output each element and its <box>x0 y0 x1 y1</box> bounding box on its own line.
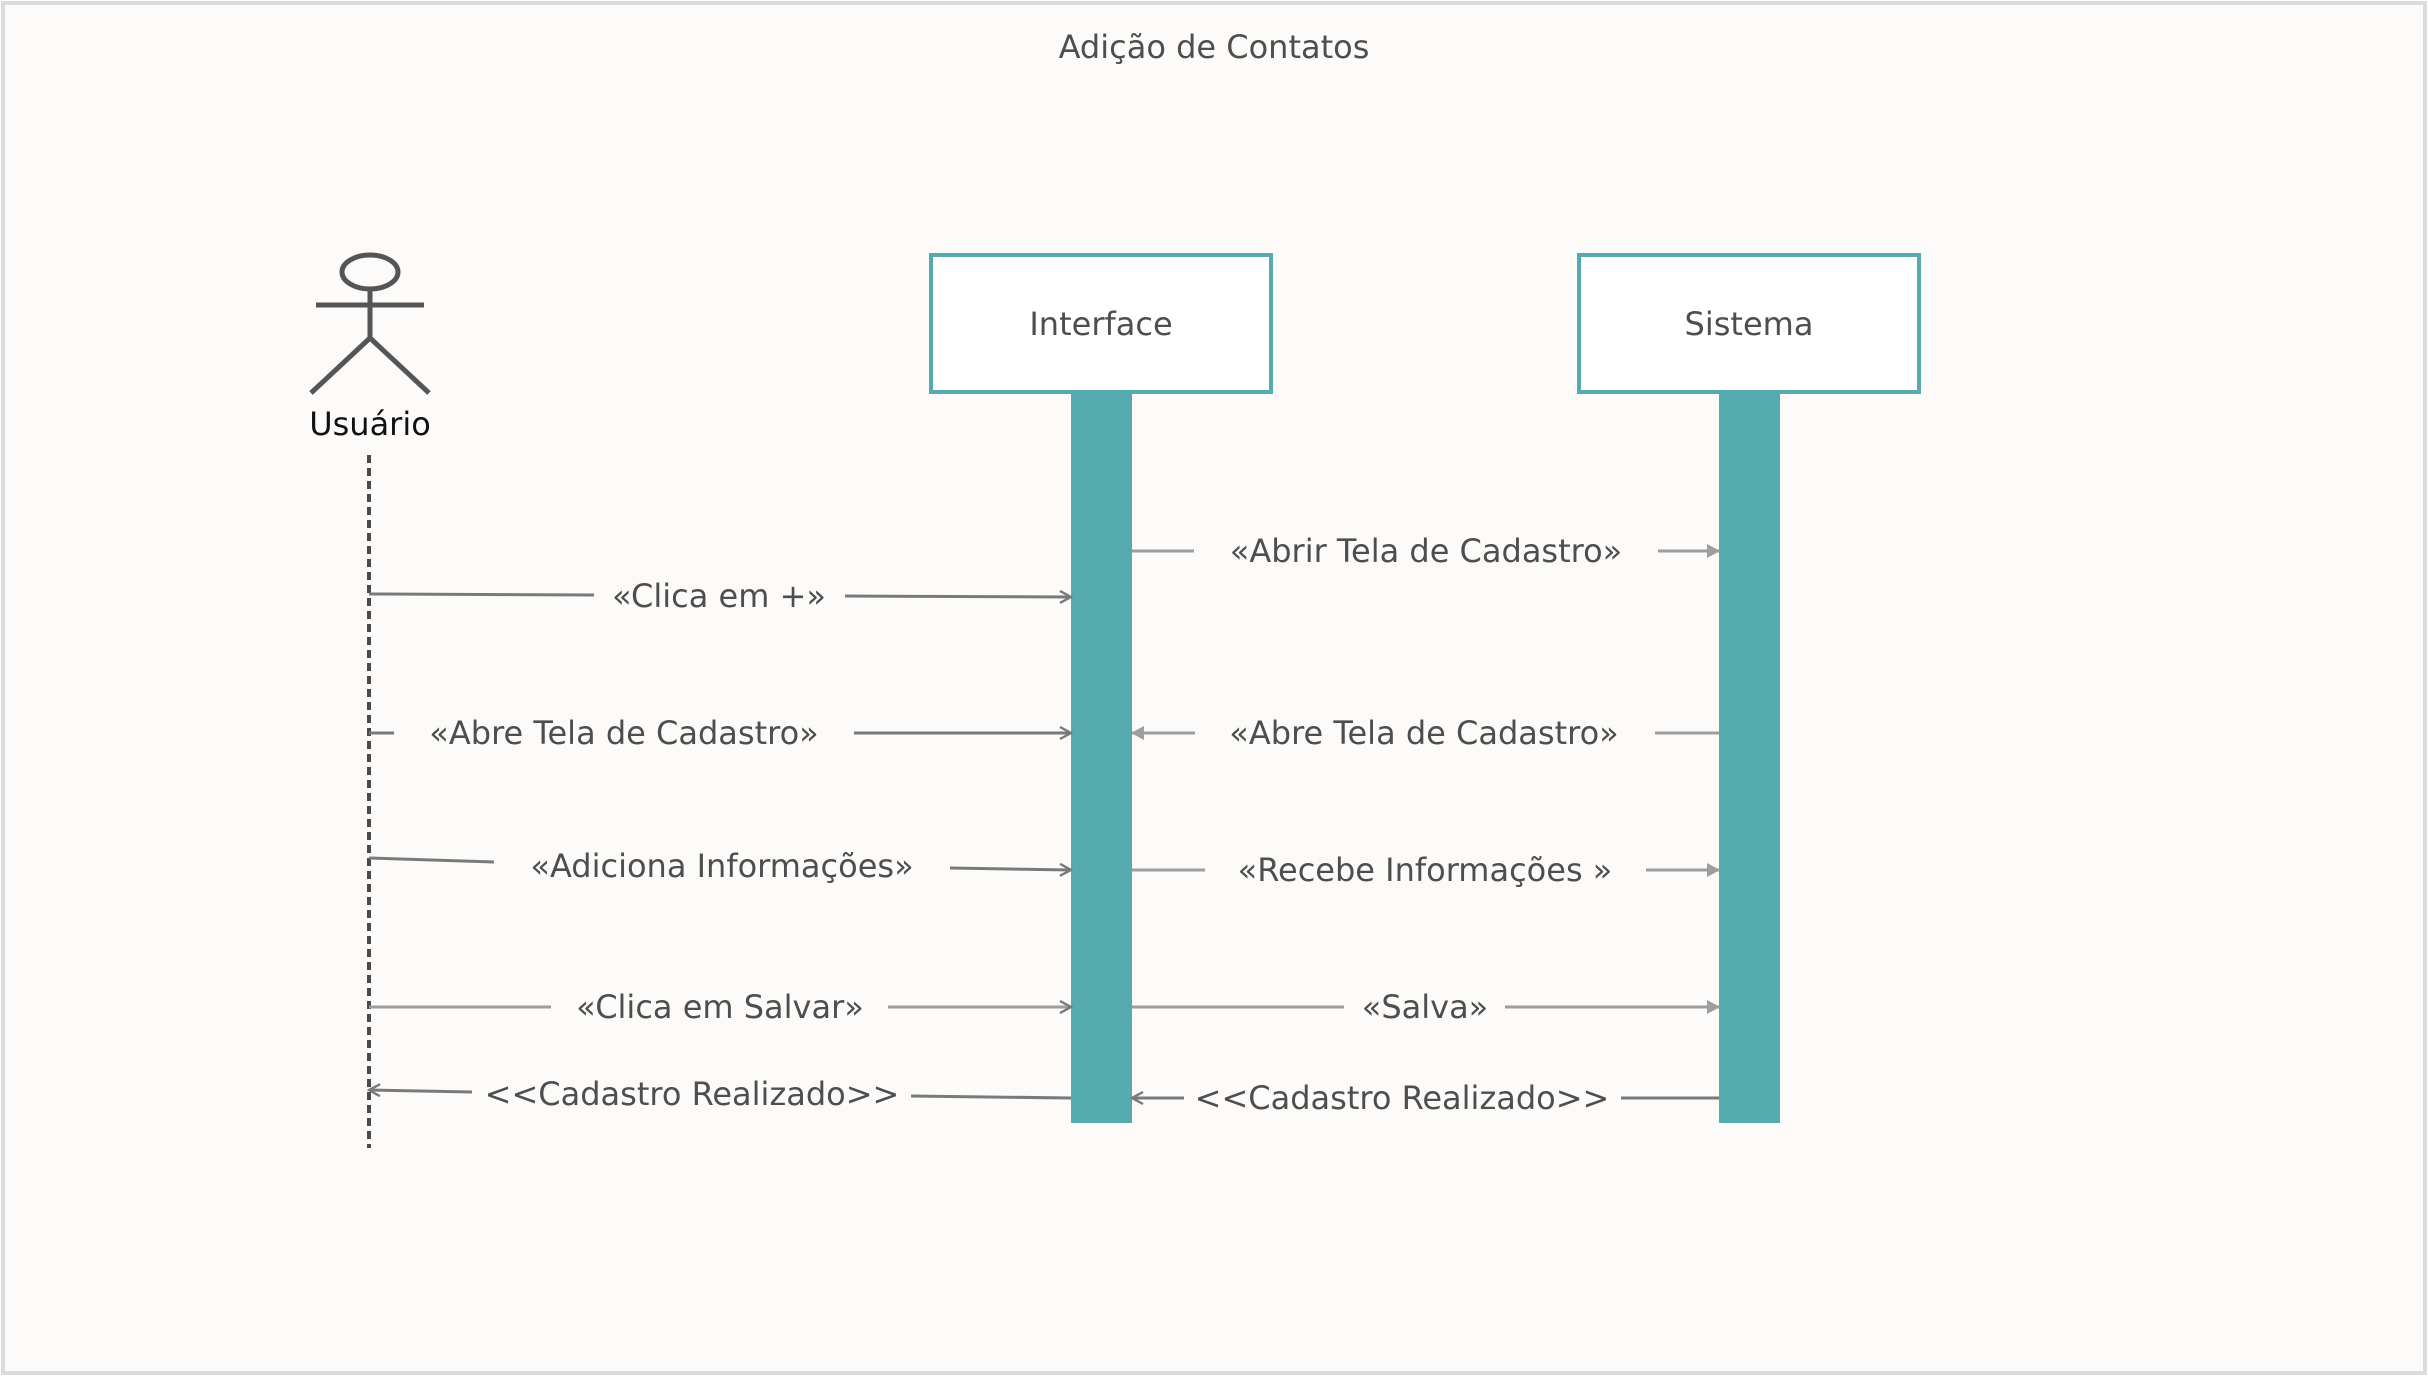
message-label: «Adiciona Informações» <box>530 847 913 885</box>
participant-box <box>1577 253 1921 394</box>
participant-box <box>929 253 1273 394</box>
actor-usuario: Usuário <box>309 252 431 1148</box>
message-clica-em-salvar: «Clica em Salvar» <box>369 988 1071 1026</box>
message-label: «Abre Tela de Cadastro» <box>429 714 818 752</box>
message-recebe-informacoes: «Recebe Informações » <box>1132 851 1720 889</box>
message-arrow <box>368 856 495 864</box>
message-label: «Abrir Tela de Cadastro» <box>1230 532 1623 570</box>
message-arrow <box>910 1094 1072 1100</box>
participant-label: Interface <box>1029 305 1172 343</box>
message-arrow <box>369 1090 473 1092</box>
message-clica-em-mais: «Clica em +» <box>368 577 1071 615</box>
activation-bar <box>1719 392 1780 1123</box>
message-cadastro-realizado-sistema: <<Cadastro Realizado>> <box>1132 1079 1719 1117</box>
message-cadastro-realizado-usuario: <<Cadastro Realizado>> <box>369 1075 1072 1113</box>
message-arrow <box>368 592 595 597</box>
participant-interface: Interface <box>929 253 1273 1123</box>
message-label: «Clica em +» <box>612 577 826 615</box>
message-label: «Abre Tela de Cadastro» <box>1229 714 1618 752</box>
message-adiciona-informacoes: «Adiciona Informações» <box>368 847 1071 885</box>
message-label: <<Cadastro Realizado>> <box>1195 1079 1610 1117</box>
actor-label: Usuário <box>309 405 431 443</box>
participant-label: Sistema <box>1685 305 1814 343</box>
message-salva: «Salva» <box>1132 988 1720 1026</box>
participant-sistema: Sistema <box>1577 253 1921 1123</box>
message-arrow <box>844 596 1071 597</box>
message-abre-tela-usuario: «Abre Tela de Cadastro» <box>369 714 1071 752</box>
message-label: «Salva» <box>1362 988 1489 1026</box>
message-label: «Clica em Salvar» <box>576 988 864 1026</box>
stick-figure-icon <box>309 252 431 395</box>
message-abre-tela-sistema: «Abre Tela de Cadastro» <box>1131 714 1719 752</box>
message-label: <<Cadastro Realizado>> <box>485 1075 900 1113</box>
activation-bar <box>1071 392 1132 1123</box>
message-arrow <box>949 868 1071 870</box>
message-abrir-tela-sistema: «Abrir Tela de Cadastro» <box>1132 532 1720 570</box>
message-label: «Recebe Informações » <box>1238 851 1613 889</box>
diagram-title: Adição de Contatos <box>1059 28 1370 66</box>
